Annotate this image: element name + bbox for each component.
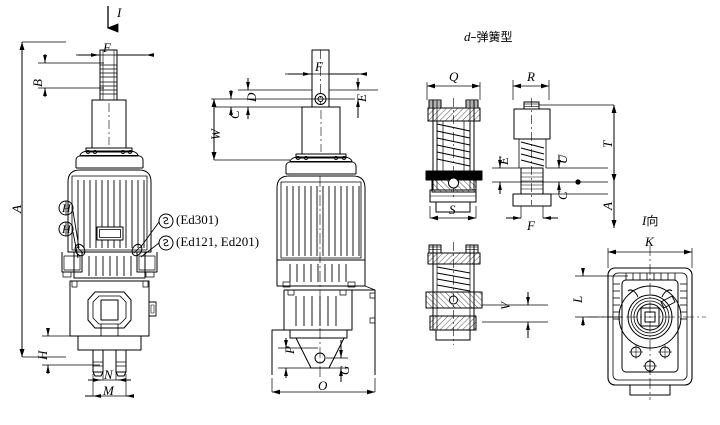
dim-label-P: P <box>282 346 297 354</box>
spring-type-title-text: 弹簧型 <box>476 30 513 44</box>
dim-label-Q: Q <box>449 69 459 84</box>
dim-label-C-side: C <box>227 110 242 119</box>
top-view-geometry <box>575 245 706 400</box>
dim-label-H: H <box>35 350 50 360</box>
spring-type-title-italic: d <box>464 29 471 44</box>
side-view-geometry <box>211 49 378 395</box>
dim-label-E-side: E <box>354 94 369 102</box>
dim-label-M: M <box>103 383 114 398</box>
spring-type-title: d–弹簧型 <box>464 29 513 45</box>
top-view-label-letter: I <box>642 213 647 228</box>
front-view-geometry <box>19 6 174 398</box>
dim-label-G: G <box>337 365 352 375</box>
dim-label-E-spring: E <box>496 157 511 165</box>
top-view-label-cjk: 向 <box>646 214 659 228</box>
note-ed121-ed201: (Ed121, Ed201) <box>176 234 260 249</box>
balloon-h-lower: H <box>62 222 71 236</box>
dim-label-W: W <box>208 129 223 140</box>
dim-label-N: N <box>104 367 113 382</box>
dim-label-R: R <box>527 69 535 84</box>
dim-label-D: D <box>244 92 259 102</box>
dim-label-C-spring: C <box>555 191 570 200</box>
dim-label-A: A <box>9 205 24 213</box>
dim-label-F-front: F <box>103 40 111 55</box>
dim-label-S-spring: S <box>449 202 456 217</box>
dim-label-I-arrow: I <box>117 5 122 20</box>
dim-label-L: L <box>570 295 585 303</box>
dim-label-T: T <box>600 140 615 148</box>
dim-label-F-spring: F <box>527 218 535 233</box>
top-view-label: I向 <box>642 213 658 229</box>
dim-label-V: V <box>498 302 513 310</box>
spring-detail-upper-right <box>492 80 617 228</box>
dim-label-A-spring: A <box>600 202 615 210</box>
balloon-h-upper: H <box>62 201 71 215</box>
spring-detail-lower <box>425 242 548 345</box>
dim-label-U: U <box>555 154 570 164</box>
dim-label-K: K <box>645 234 654 249</box>
spring-type-title-cjk: – <box>470 30 477 44</box>
dim-label-B: B <box>30 79 45 87</box>
dim-label-F-side: F <box>315 59 323 74</box>
spring-detail-upper-left <box>425 82 483 221</box>
dim-label-O: O <box>318 378 328 393</box>
note-ed301: (Ed301) <box>176 212 219 227</box>
